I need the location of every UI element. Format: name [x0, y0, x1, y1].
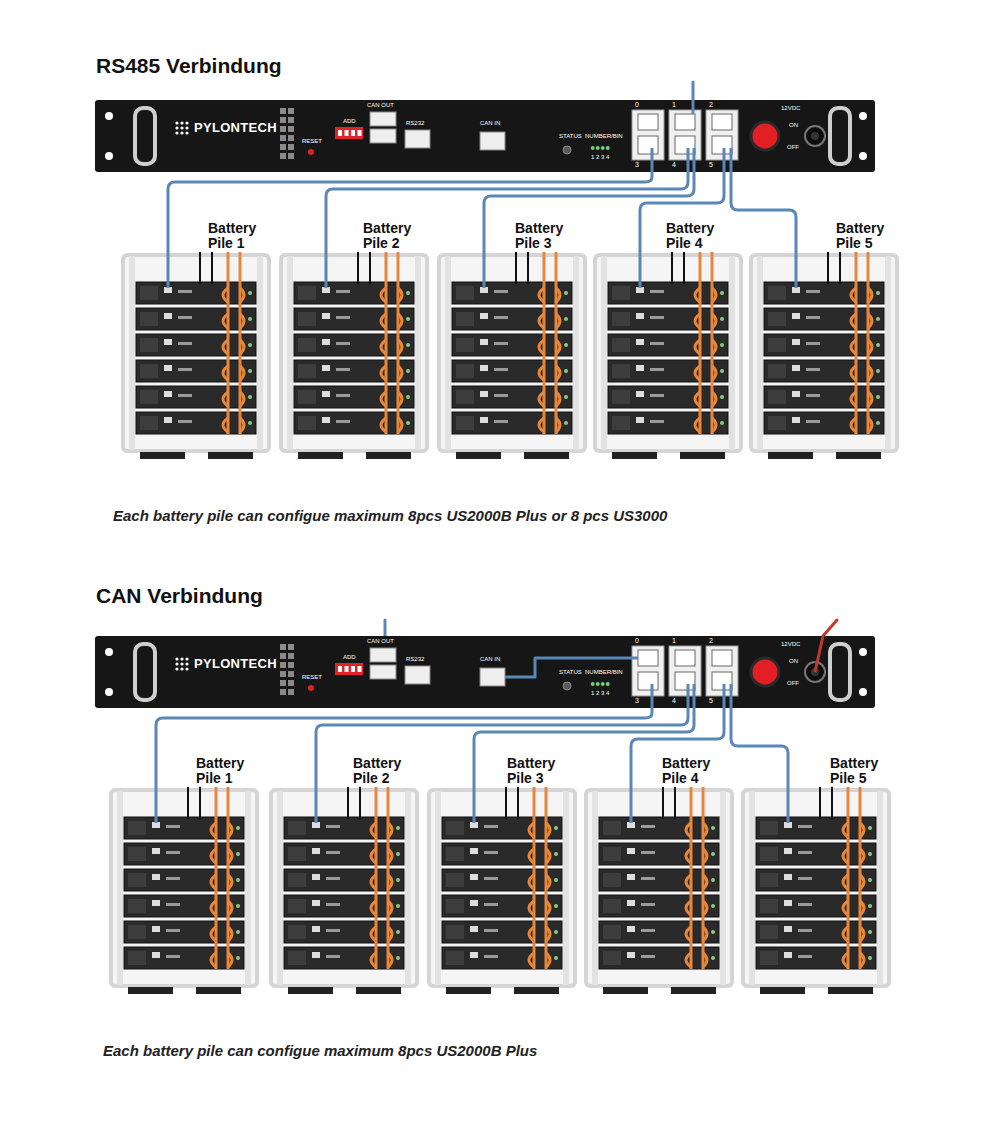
port-label: CAN IN	[480, 656, 500, 662]
port-label: 4	[672, 161, 676, 168]
battery-pile: Battery Pile 2	[268, 787, 420, 999]
port-label: NUMBER/BIN	[585, 133, 623, 139]
port-label: 5	[709, 161, 713, 168]
battery-pile: Battery Pile 1	[120, 252, 272, 464]
communication-cable	[484, 172, 694, 252]
pile-label: Battery Pile 1	[208, 221, 268, 251]
port-label: ADD	[343, 654, 356, 660]
pile-label: Battery Pile 2	[363, 221, 423, 251]
port-label: NUMBER/BIN	[585, 669, 623, 675]
port-label: RESET	[302, 674, 322, 680]
pile-label: Battery Pile 1	[196, 756, 256, 786]
battery-pile: Battery Pile 2	[278, 252, 430, 464]
communication-cable	[326, 172, 688, 252]
port-label: OFF	[787, 144, 799, 150]
port-label: 1 2 3 4	[591, 154, 609, 160]
port-label: 0	[635, 637, 639, 644]
port-label: RS232	[406, 656, 424, 662]
port-label: 12VDC	[781, 105, 800, 111]
port-label: 3	[635, 697, 639, 704]
port-label: 2	[709, 637, 713, 644]
battery-pile: Battery Pile 5	[748, 252, 900, 464]
pile-label: Battery Pile 5	[836, 221, 896, 251]
port-label: CAN IN	[480, 120, 500, 126]
port-label: 2	[709, 101, 713, 108]
port-label: ON	[789, 122, 798, 128]
battery-pile: Battery Pile 4	[583, 787, 735, 999]
battery-rack-illustration	[583, 787, 735, 999]
battery-pile: Battery Pile 5	[740, 787, 892, 999]
battery-rack-illustration	[436, 252, 588, 464]
port-label: RESET	[302, 138, 322, 144]
communication-cable	[168, 172, 652, 252]
port-label: CAN OUT	[367, 102, 394, 108]
battery-rack-illustration	[740, 787, 892, 999]
pile-label: Battery Pile 2	[353, 756, 413, 786]
brand-logo: PYLONTECH	[194, 657, 277, 670]
battery-pile: Battery Pile 3	[436, 252, 588, 464]
port-label: 1	[672, 101, 676, 108]
port-label: CAN OUT	[367, 638, 394, 644]
hub-illustration	[95, 100, 875, 172]
section-heading: CAN Verbindung	[96, 584, 263, 608]
battery-rack-illustration	[748, 252, 900, 464]
port-label: RS232	[406, 120, 424, 126]
communication-cable	[731, 172, 796, 252]
pile-label: Battery Pile 4	[666, 221, 726, 251]
battery-pile: Battery Pile 3	[426, 787, 578, 999]
port-label: 0	[635, 101, 639, 108]
pile-label: Battery Pile 4	[662, 756, 722, 786]
caption-note: Each battery pile can configue maximum 8…	[113, 507, 667, 524]
section-heading: RS485 Verbindung	[96, 54, 282, 78]
caption-note: Each battery pile can configue maximum 8…	[103, 1042, 537, 1059]
hub-unit: PYLONTECH RESET ADD CAN OUT RS232 CAN IN STATU…	[95, 636, 875, 708]
port-label: 1 2 3 4	[591, 690, 609, 696]
port-label: 12VDC	[781, 641, 800, 647]
communication-cable	[156, 708, 652, 787]
battery-rack-illustration	[278, 252, 430, 464]
port-label: STATUS	[559, 669, 582, 675]
port-label: 3	[635, 161, 639, 168]
communication-cable	[731, 708, 788, 787]
battery-rack-illustration	[120, 252, 272, 464]
port-label: STATUS	[559, 133, 582, 139]
port-label: 1	[672, 637, 676, 644]
communication-cable	[474, 708, 694, 787]
rs485-uplink-cable	[692, 82, 695, 100]
battery-rack-illustration	[268, 787, 420, 999]
battery-rack-illustration	[426, 787, 578, 999]
port-label: ON	[789, 658, 798, 664]
pile-label: Battery Pile 5	[830, 756, 890, 786]
hub-illustration	[95, 636, 875, 708]
battery-pile: Battery Pile 4	[592, 252, 744, 464]
communication-cable	[631, 708, 724, 787]
pile-label: Battery Pile 3	[507, 756, 567, 786]
battery-pile: Battery Pile 1	[108, 787, 260, 999]
pile-label: Battery Pile 3	[515, 221, 575, 251]
hub-unit: PYLONTECH RESET ADD CAN OUT RS232 CAN IN STATU…	[95, 100, 875, 172]
can-uplink-cable	[384, 620, 387, 636]
power-cable	[823, 620, 837, 636]
port-label: 4	[672, 697, 676, 704]
port-label: ADD	[343, 118, 356, 124]
port-label: 5	[709, 697, 713, 704]
battery-rack-illustration	[592, 252, 744, 464]
brand-logo: PYLONTECH	[194, 121, 277, 134]
battery-rack-illustration	[108, 787, 260, 999]
port-label: OFF	[787, 680, 799, 686]
